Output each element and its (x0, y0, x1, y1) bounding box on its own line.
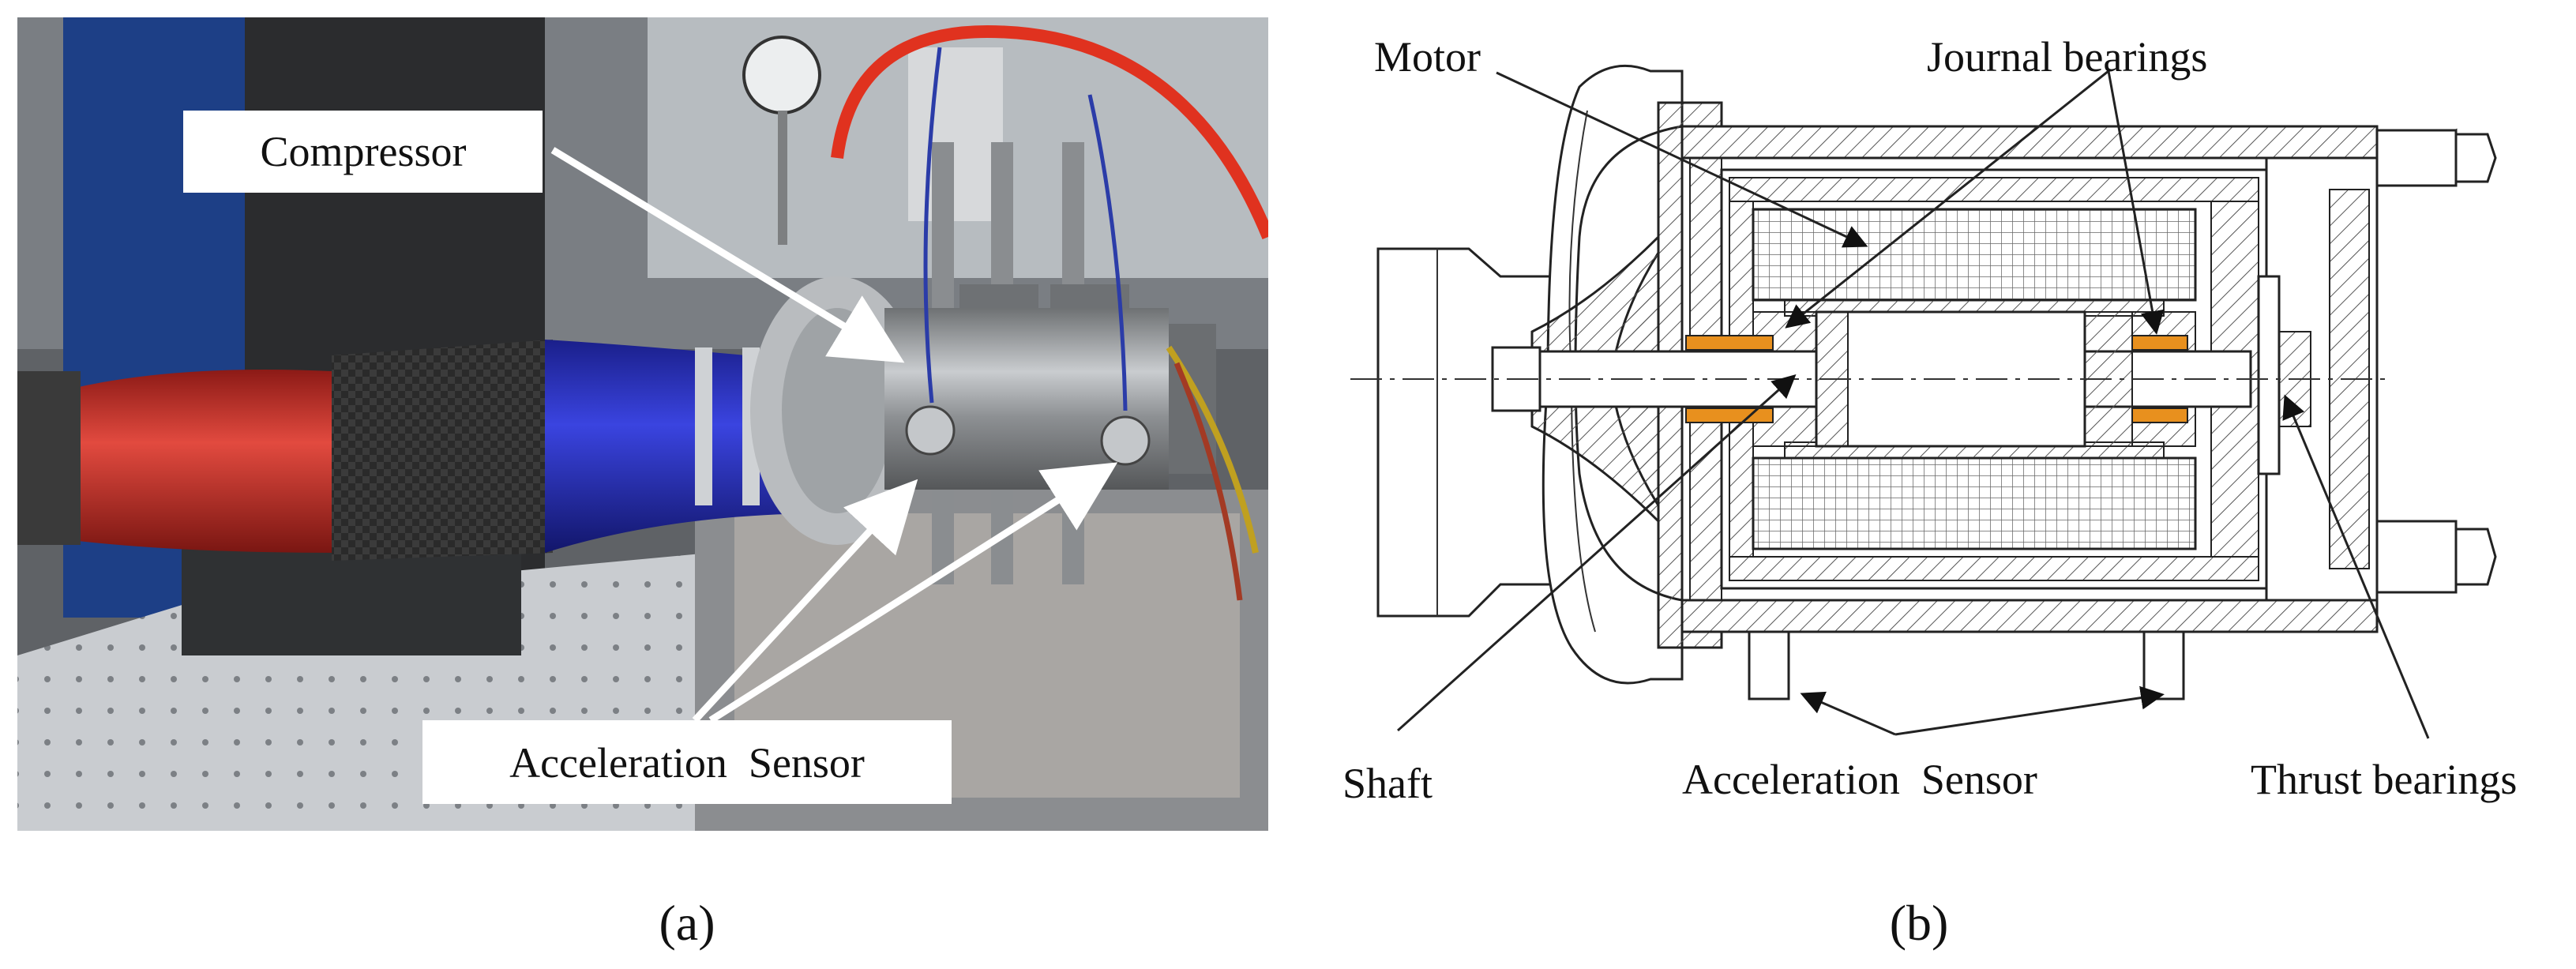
motor-label: Motor (1374, 33, 1481, 81)
compressor-label-box (183, 111, 543, 193)
panel-b-diagram: Motor Journal bearings Shaft Acceleratio… (1342, 33, 2517, 807)
red-tube (831, 24, 1268, 240)
compressor-arrow (550, 147, 905, 363)
panel-a-photo: Compressor Acceleration Sensor (17, 17, 1268, 831)
journal-leader-right (2107, 70, 2165, 335)
acceleration-sensor-label-b: Acceleration Sensor (1682, 756, 2037, 803)
sensor-arrow-1 (692, 479, 918, 723)
compressor-label: Compressor (261, 128, 467, 175)
caption-a: (a) (659, 895, 715, 951)
journal-bearing-right-bottom (2131, 408, 2188, 423)
journal-leader-left (1785, 69, 2109, 329)
journal-bearing-left-top (1685, 335, 1774, 351)
pressure-gauge (742, 36, 821, 115)
journal-bearings-label: Journal bearings (1927, 33, 2207, 81)
sensor-right (2142, 630, 2185, 700)
caption-b: (b) (1890, 895, 1949, 951)
stator-coil-bottom (1752, 456, 2197, 550)
thrust-bearings-label: Thrust bearings (2251, 756, 2517, 803)
journal-bearing-left-bottom (1685, 408, 1774, 423)
mount-block (182, 545, 521, 655)
acceleration-sensor-label-a: Acceleration Sensor (509, 739, 865, 787)
sensor-arrow-2 (708, 462, 1118, 723)
thrust-disc (2257, 275, 2281, 475)
sensor-leader-left (1800, 691, 1896, 736)
inlet-nozzle (1376, 247, 1557, 618)
journal-bearing-right-top (2131, 335, 2188, 351)
thrust-leader (2282, 394, 2430, 739)
red-hose (47, 370, 340, 553)
sensor-1 (905, 405, 956, 456)
shaft-label: Shaft (1342, 760, 1433, 807)
carbon-filter (332, 340, 553, 561)
sensor-left (1748, 630, 1790, 700)
shaft-leader (1397, 374, 1797, 732)
motor-leader (1496, 71, 1868, 248)
sensor-leader-right (1894, 685, 2165, 736)
stator-coil-top (1752, 208, 2197, 302)
acceleration-sensor-label-box-a (422, 720, 952, 804)
connector-bottom (2375, 520, 2458, 594)
sensor-2 (1100, 415, 1151, 466)
